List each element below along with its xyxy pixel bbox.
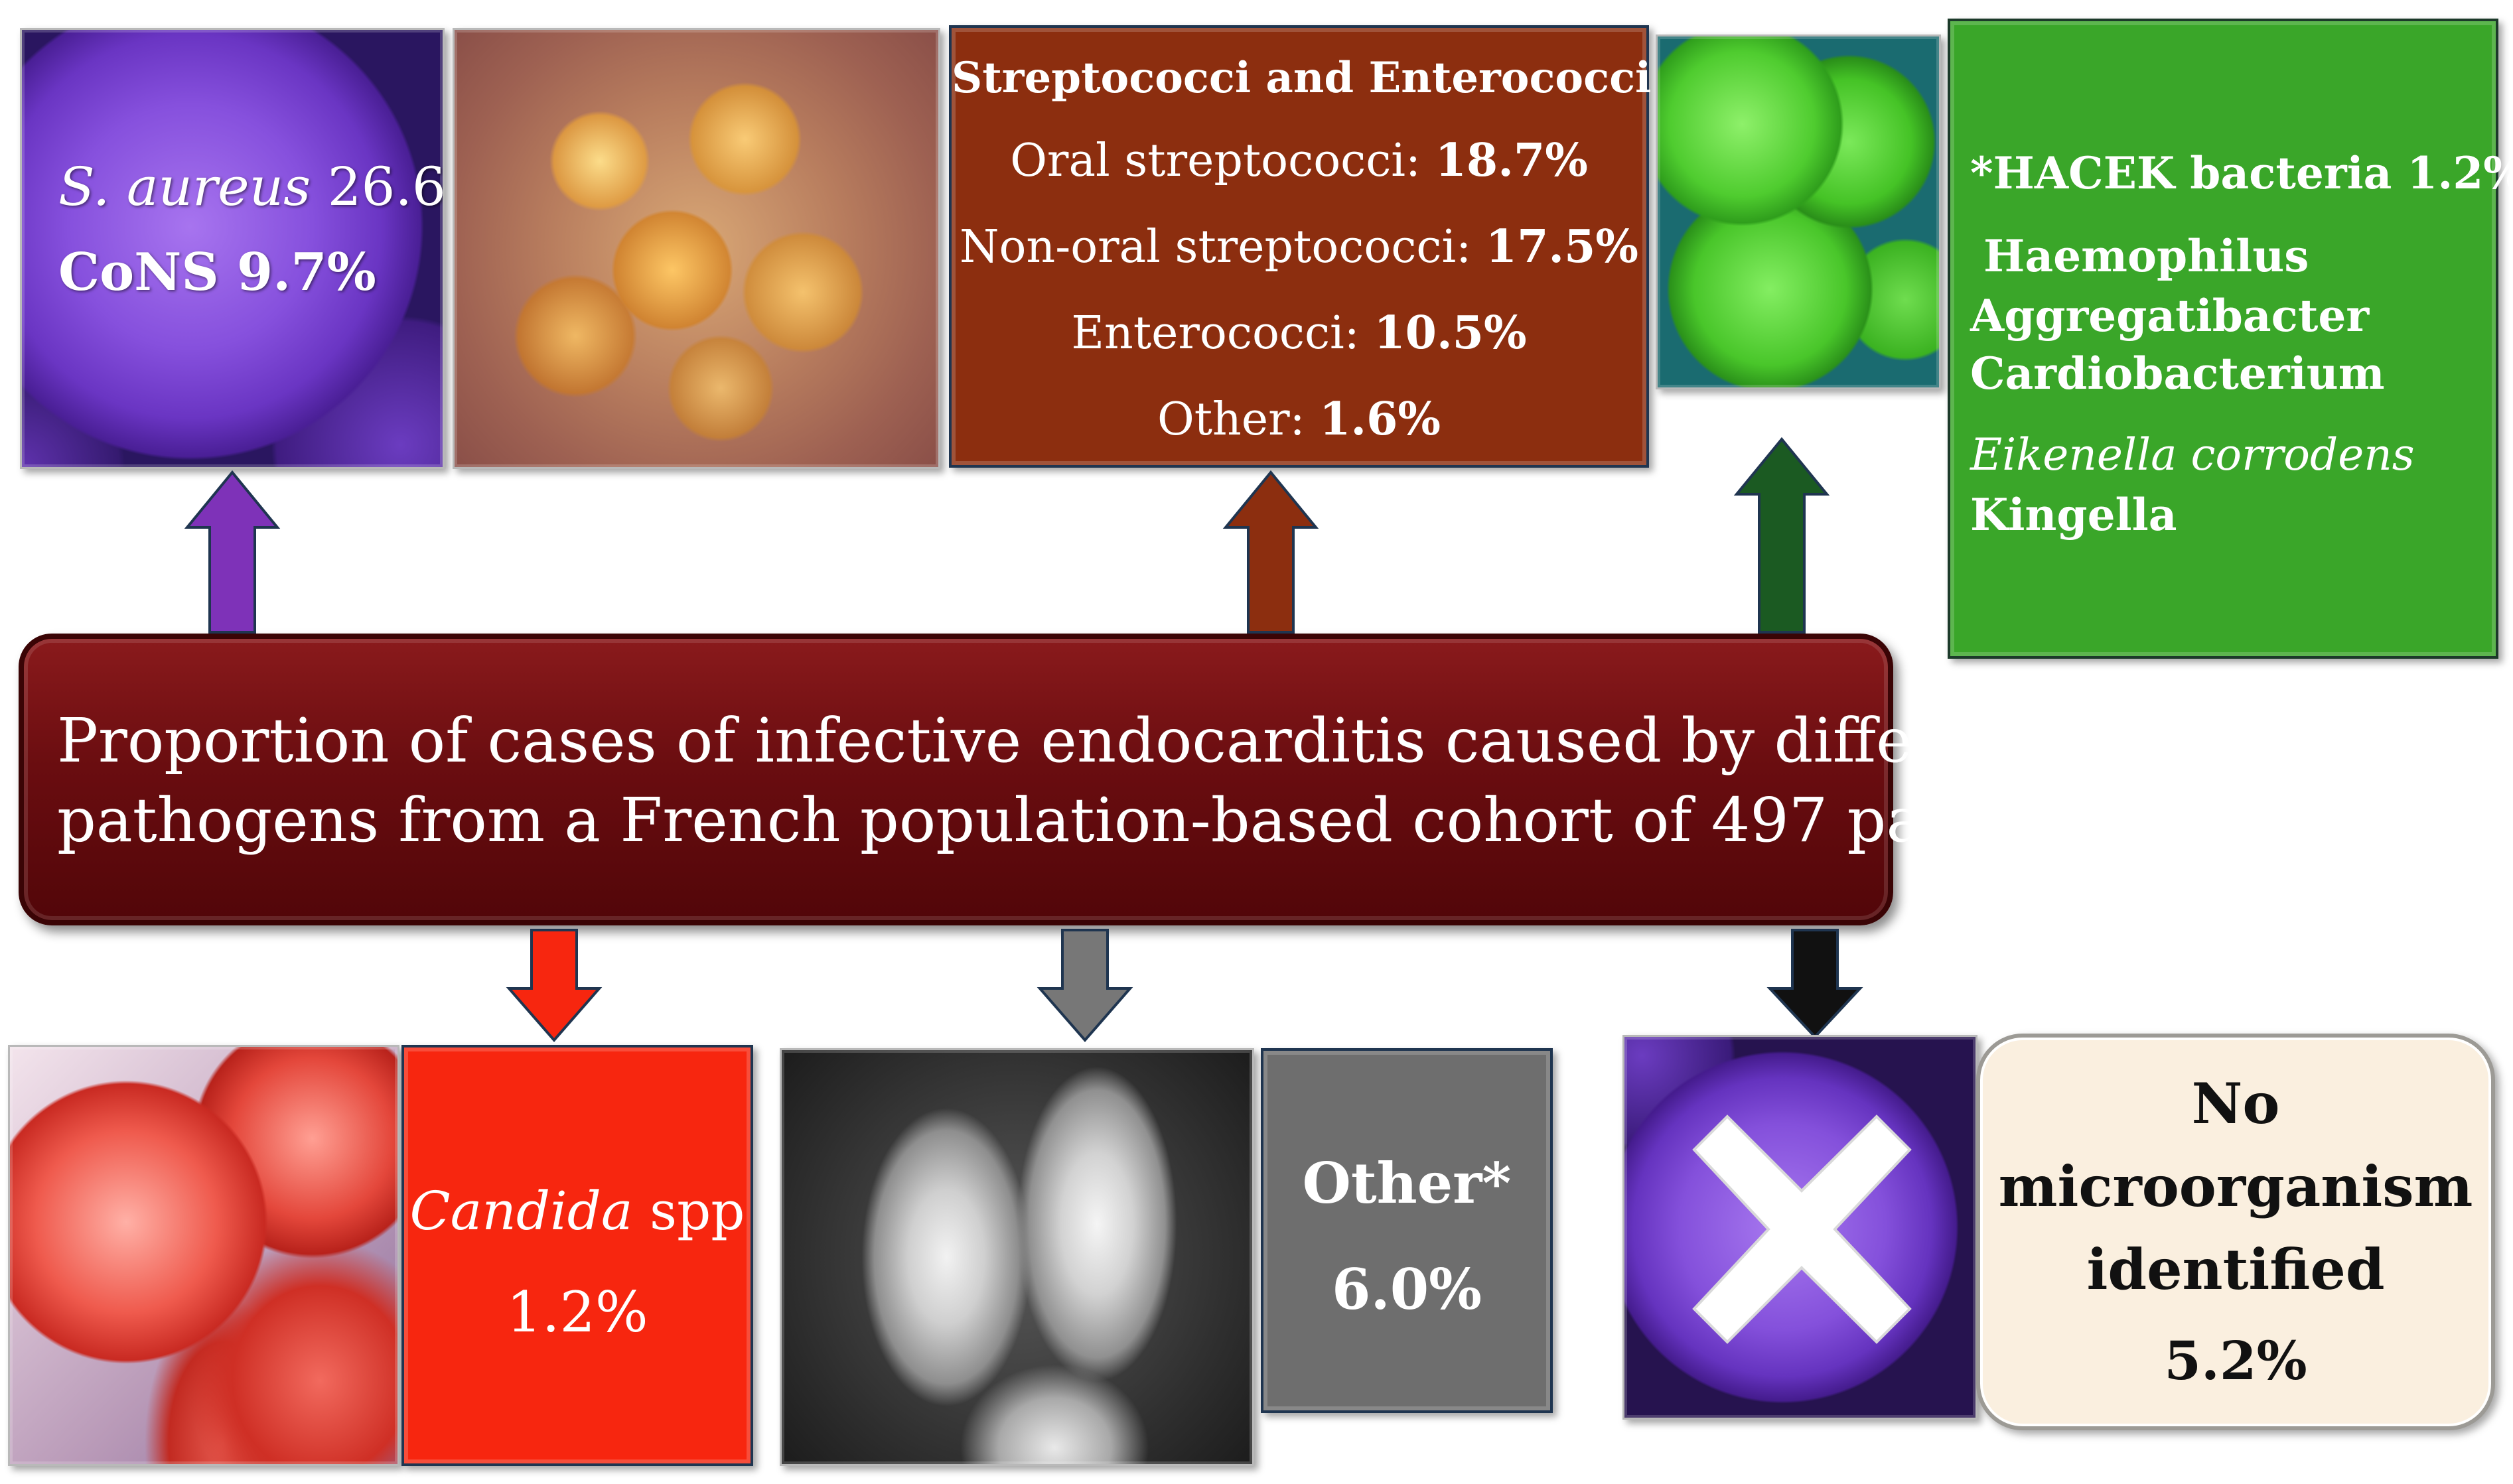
noid-line: No — [2191, 1071, 2280, 1136]
other-label: Other* — [1302, 1150, 1512, 1216]
hacek-member: Cardiobacterium — [1970, 348, 2385, 399]
hacek-member: Haemophilus — [1983, 230, 2309, 282]
no-microorganism-box: No microorganism identified 5.2% — [1976, 1034, 2495, 1430]
candida-illustration — [8, 1045, 399, 1466]
hacek-box: *HACEK bacteria 1.2% Haemophilus Aggrega… — [1948, 19, 2513, 659]
cross-icon — [1692, 1114, 1912, 1344]
strep-row: Enterococci: 10.5% — [1071, 306, 1527, 360]
noid-line: microorganism — [1998, 1154, 2473, 1219]
candida-pct: 1.2% — [506, 1280, 648, 1345]
no-identification-micrograph — [1622, 1035, 1977, 1420]
other-pct: 6.0% — [1332, 1256, 1482, 1322]
strep-row: Other: 1.6% — [1157, 393, 1441, 446]
staph-text: S. aureus 26.6% — [58, 156, 443, 218]
strep-row: Oral streptococci: 18.7% — [1010, 134, 1588, 187]
hacek-member: Eikenella corrodens — [1970, 429, 2415, 480]
main-title-line: pathogens from a French population-based… — [57, 785, 2098, 856]
rod-bacteria-sem — [780, 1048, 1254, 1466]
cons-label: CoNS 9.7% — [58, 242, 376, 303]
green-cocci-micrograph — [1656, 34, 1941, 389]
candida-label: Candida spp — [409, 1180, 745, 1242]
main-title-line: Proportion of cases of infective endocar… — [57, 705, 2042, 776]
hacek-title: *HACEK bacteria 1.2% — [1970, 147, 2513, 199]
arrow-down-other — [1037, 929, 1133, 1043]
staphylococcus-micrograph: S. aureus 26.6% CoNS 9.7% — [20, 28, 445, 469]
arrow-down-noid — [1766, 929, 1863, 1039]
arrow-up-staph — [184, 470, 281, 634]
hacek-member: Aggregatibacter — [1970, 290, 2370, 342]
saureus-name: S. aureus — [58, 156, 311, 218]
strep-title: Streptococci and Enterococci — [952, 53, 1652, 103]
candida-box: Candida spp 1.2% — [401, 1045, 753, 1466]
arrow-down-candida — [506, 929, 603, 1043]
arrow-up-hacek — [1733, 437, 1830, 634]
noid-line: identified — [2086, 1237, 2385, 1302]
arrow-up-strep — [1222, 470, 1319, 634]
saureus-pct: 26.6% — [327, 156, 445, 218]
noid-pct: 5.2% — [2164, 1329, 2307, 1392]
main-title-box: Proportion of cases of infective endocar… — [19, 634, 2098, 925]
hacek-member: Kingella — [1970, 489, 2177, 541]
streptococci-box: Streptococci and Enterococci Oral strept… — [949, 25, 1652, 468]
strep-row: Non-oral streptococci: 17.5% — [959, 220, 1639, 273]
other-box: Other* 6.0% — [1261, 1048, 1553, 1413]
bacteria-cluster-illustration — [453, 28, 940, 469]
